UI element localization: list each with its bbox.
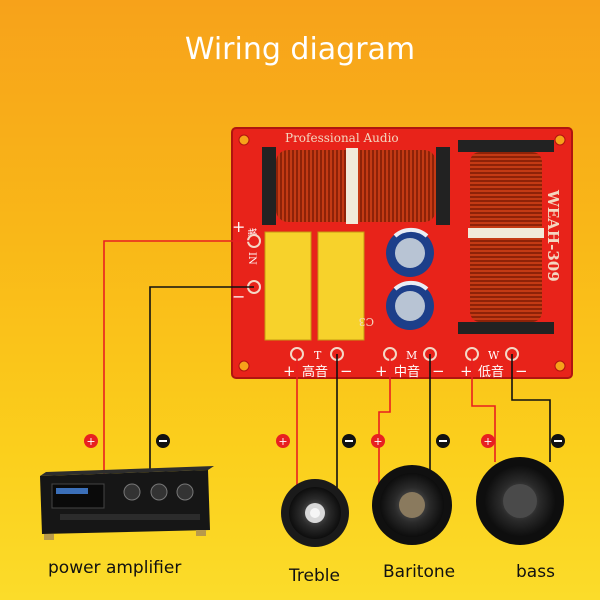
- svg-text:+: +: [86, 435, 95, 448]
- mid-positive-wire: [378, 354, 391, 484]
- bass-positive-wire: [471, 354, 496, 462]
- mid-cn-label: 中音: [394, 364, 420, 380]
- baritone-label: Baritone: [383, 562, 456, 582]
- treble-cn-label: 高音: [302, 364, 328, 380]
- amplifier-label: power amplifier: [48, 558, 182, 578]
- input-label: IN: [246, 252, 257, 265]
- treble-minus: −: [340, 362, 353, 380]
- treble-plus: +: [283, 362, 296, 380]
- svg-text:+: +: [278, 435, 287, 448]
- electrolytic-capacitor-2: [386, 280, 434, 330]
- amp-negative-wire: [149, 286, 254, 478]
- amp-positive-wire: [103, 240, 254, 475]
- input-minus-sign: −: [232, 287, 245, 306]
- bass-label: bass: [516, 562, 555, 582]
- bass-cn-label: 低音: [478, 364, 504, 380]
- bass-negative-wire: [511, 354, 551, 462]
- wires: [103, 240, 551, 488]
- bass-letter: W: [488, 349, 500, 362]
- treble-letter: T: [314, 349, 322, 362]
- mid-plus: +: [375, 362, 388, 380]
- board-brand-label: Professional Audio: [285, 131, 399, 145]
- mid-letter: M: [406, 349, 417, 362]
- bass-speaker: [476, 457, 564, 545]
- capacitor-mark: C3: [359, 315, 374, 328]
- svg-text:+: +: [373, 435, 382, 448]
- inductor-coil-horizontal: [262, 147, 450, 225]
- svg-text:+: +: [483, 435, 492, 448]
- treble-label: Treble: [289, 566, 340, 586]
- mid-minus: −: [432, 362, 445, 380]
- polarity-markers: + + + +: [84, 434, 565, 448]
- film-capacitor-1: [264, 231, 312, 341]
- input-plus-sign: +: [232, 217, 245, 236]
- diagram-title: Wiring diagram: [184, 32, 416, 67]
- film-capacitor-2: [317, 231, 365, 341]
- bass-minus: −: [515, 362, 528, 380]
- bass-plus: +: [460, 362, 473, 380]
- baritone-speaker: [372, 465, 452, 545]
- board-model-label: WEAH-309: [544, 189, 562, 282]
- inductor-coil-vertical: [458, 140, 554, 334]
- power-amplifier: [40, 466, 214, 540]
- electrolytic-capacitor-1: [386, 227, 434, 277]
- treble-speaker: [281, 479, 349, 547]
